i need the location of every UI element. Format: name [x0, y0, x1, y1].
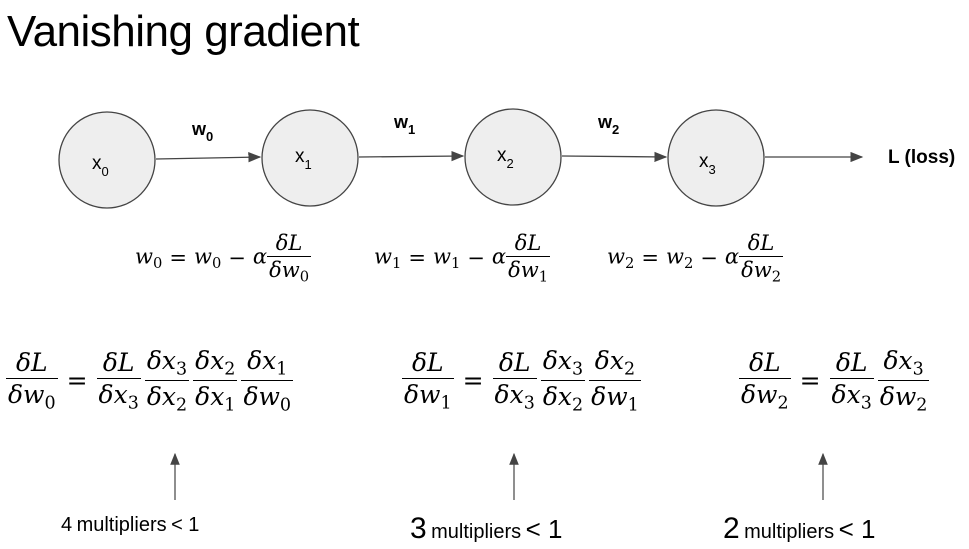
multiplier-text-3: multipliers [744, 521, 835, 543]
multiplier-cmp-3: < 1 [838, 514, 876, 544]
svg-text:x2: x2 [497, 145, 514, 171]
node-x2-label: x [497, 145, 507, 166]
multiplier-count-3: 2 [723, 512, 740, 545]
edge-x1-x2 [358, 150, 465, 162]
multiplier-text-1: multipliers [76, 514, 167, 536]
multiplier-text-2: multipliers [431, 521, 522, 543]
multiplier-cmp-1: < 1 [171, 514, 200, 536]
node-x0: x0 [58, 111, 156, 209]
multiplier-note-3: 2 multipliers < 1 [723, 512, 876, 546]
multiplier-note-2: 3 multipliers < 1 [410, 512, 563, 546]
node-x1: x1 [261, 109, 359, 207]
multiplier-cmp-2: < 1 [525, 514, 563, 544]
svg-text:x1: x1 [295, 146, 312, 172]
node-x0-label: x [92, 153, 102, 174]
equals-sign: = [66, 366, 88, 396]
node-x3-sub: 3 [709, 162, 716, 177]
equals-sign: = [462, 366, 484, 396]
node-x0-sub: 0 [102, 164, 109, 179]
edge-x0-x1 [155, 152, 262, 163]
loss-label: L (loss) [888, 147, 955, 168]
node-x2: x2 [464, 108, 562, 206]
node-x3: x3 [667, 109, 765, 207]
node-x1-label: x [295, 146, 305, 167]
weight-w0: w0 [191, 119, 213, 144]
node-x2-sub: 2 [507, 156, 514, 171]
multiplier-count-2: 3 [410, 512, 427, 545]
node-x3-label: x [699, 151, 709, 172]
weight-w2: w2 [597, 112, 619, 137]
multiplier-count-1: 4 [61, 514, 73, 536]
edge-x2-x3 [561, 151, 668, 163]
weight-w1: w1 [393, 112, 415, 137]
svg-text:x0: x0 [92, 153, 109, 179]
multiplier-note-1: 4 multipliers < 1 [61, 514, 199, 537]
node-x1-sub: 1 [305, 157, 312, 172]
svg-text:x3: x3 [699, 151, 716, 177]
equals-sign: = [799, 366, 821, 396]
slide-title: Vanishing gradient [7, 7, 360, 56]
